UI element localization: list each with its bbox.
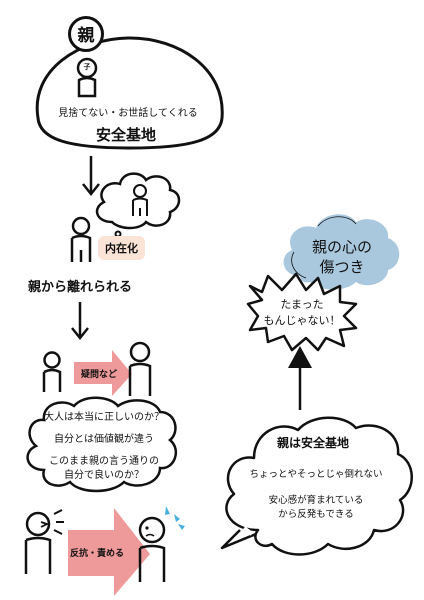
care-text: 見捨てない・お世話してくれる <box>58 108 198 119</box>
rebellion-arrow-label: 反抗・責める <box>70 549 125 559</box>
base-title: 親は安全基地 <box>276 436 349 450</box>
question-arrow-label: 疑問など <box>80 370 117 380</box>
hurt-line-2: 傷つき <box>319 258 365 276</box>
complaint-line-2: もんじゃない！ <box>263 314 341 327</box>
base-line-3: から反発もできる <box>278 509 354 520</box>
hurt-line-1: 親の心の <box>311 238 372 256</box>
leave-text: 親から離れられる <box>28 280 133 295</box>
question-2: 自分とは価値観が違う <box>54 434 154 445</box>
parent-badge <box>68 16 104 52</box>
question-4: 自分で良いのか？ <box>64 470 144 481</box>
complaint-line-1: たまった <box>280 298 324 311</box>
base-line-2: 安心感が育まれている <box>268 495 364 506</box>
safe-base-text: 安全基地 <box>95 126 156 144</box>
internalize-label: 内在化 <box>98 236 145 260</box>
child-label: 子 <box>83 63 91 71</box>
parent-label: 親 <box>77 26 95 46</box>
base-line-1: ちょっとやそっとじゃ倒れない <box>249 469 383 480</box>
question-3: このまま親の言う通りの <box>49 456 159 467</box>
question-1: 大人は本当に正しいのか？ <box>44 412 164 423</box>
